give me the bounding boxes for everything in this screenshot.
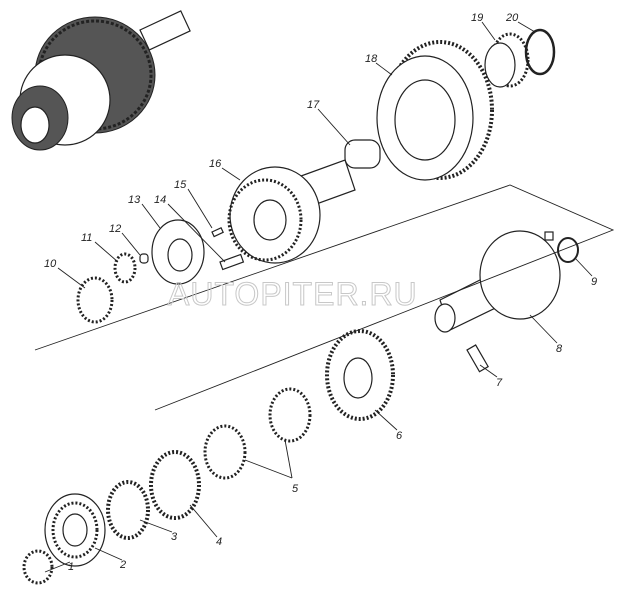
part-8-flanged-shaft bbox=[434, 230, 561, 333]
label-10: 10 bbox=[44, 258, 57, 270]
label-8: 8 bbox=[556, 343, 563, 355]
label-11: 11 bbox=[81, 232, 92, 244]
assembly-outline bbox=[34, 184, 615, 411]
part-5-needle-bearings bbox=[203, 387, 312, 480]
part-9-bushing bbox=[557, 237, 579, 263]
part-16-shaft-internal-gear bbox=[227, 159, 356, 264]
part-19-bearing bbox=[484, 32, 530, 88]
label-16: 16 bbox=[209, 158, 222, 170]
part-13-flange bbox=[151, 219, 205, 285]
label-4: 4 bbox=[216, 536, 222, 548]
label-5: 5 bbox=[292, 483, 299, 495]
part-4-synchro-ring bbox=[149, 450, 201, 520]
label-9: 9 bbox=[591, 276, 597, 288]
label-17: 17 bbox=[307, 99, 320, 111]
label-3: 3 bbox=[171, 531, 178, 543]
part-15-pin bbox=[211, 226, 224, 238]
watermark: AUTOPITER.RU bbox=[168, 276, 418, 312]
part-1-nut bbox=[22, 549, 54, 585]
leader-lines bbox=[44, 21, 593, 573]
part-12-pin bbox=[139, 253, 149, 264]
part-10-needle-bearing bbox=[76, 276, 114, 324]
label-2: 2 bbox=[119, 559, 126, 571]
part-2-bearing bbox=[44, 493, 106, 567]
assembled-gearbox-unit bbox=[11, 10, 191, 151]
part-14-bolt bbox=[219, 253, 245, 271]
label-20: 20 bbox=[505, 12, 519, 24]
part-18-large-gear bbox=[376, 40, 494, 181]
label-6: 6 bbox=[396, 430, 403, 442]
part-6-gear bbox=[325, 329, 395, 421]
part-17-bushing bbox=[344, 139, 381, 169]
label-18: 18 bbox=[365, 53, 378, 65]
part-7-bolt bbox=[466, 344, 489, 373]
label-13: 13 bbox=[128, 194, 141, 206]
part-20-snap-ring bbox=[524, 28, 556, 76]
part-3-gear-hub bbox=[106, 480, 150, 540]
label-12: 12 bbox=[109, 223, 121, 235]
label-14: 14 bbox=[154, 194, 166, 206]
label-1: 1 bbox=[68, 561, 74, 573]
part-11-small-gear bbox=[113, 252, 137, 284]
label-7: 7 bbox=[496, 377, 503, 389]
label-19: 19 bbox=[471, 12, 483, 24]
label-15: 15 bbox=[174, 179, 187, 191]
part-8-pin bbox=[544, 231, 554, 241]
